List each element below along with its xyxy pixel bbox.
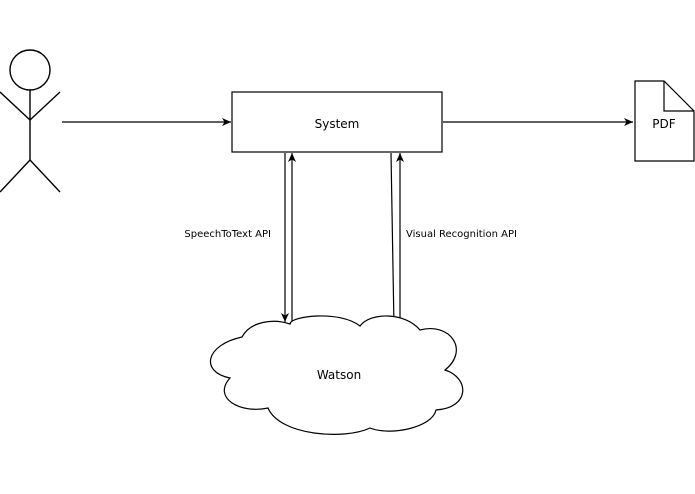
speech-to-text-connector bbox=[281, 153, 296, 322]
pdf-page-outline bbox=[634, 80, 695, 162]
watson-node: Watson bbox=[210, 315, 464, 435]
actor-arms-left bbox=[0, 91, 31, 121]
system-node: System bbox=[231, 91, 443, 153]
actor-leg-left bbox=[0, 159, 31, 193]
visual-down-arrow bbox=[389, 152, 398, 328]
system-box bbox=[231, 91, 443, 153]
watson-cloud-shape bbox=[210, 315, 464, 435]
watson-label: Watson bbox=[317, 368, 361, 382]
speech-to-text-label: SpeechToText API bbox=[184, 229, 271, 240]
actor-leg-right bbox=[29, 159, 61, 193]
visual-recognition-connector bbox=[389, 152, 404, 328]
visual-recognition-label: Visual Recognition API bbox=[406, 229, 517, 240]
user-actor-icon bbox=[0, 49, 61, 193]
system-label: System bbox=[315, 117, 360, 131]
pdf-document-icon: PDF bbox=[634, 80, 695, 162]
pdf-page-fold bbox=[663, 81, 694, 112]
actor-arms-right bbox=[29, 91, 61, 121]
actor-head bbox=[9, 49, 51, 91]
pdf-label: PDF bbox=[652, 117, 675, 131]
